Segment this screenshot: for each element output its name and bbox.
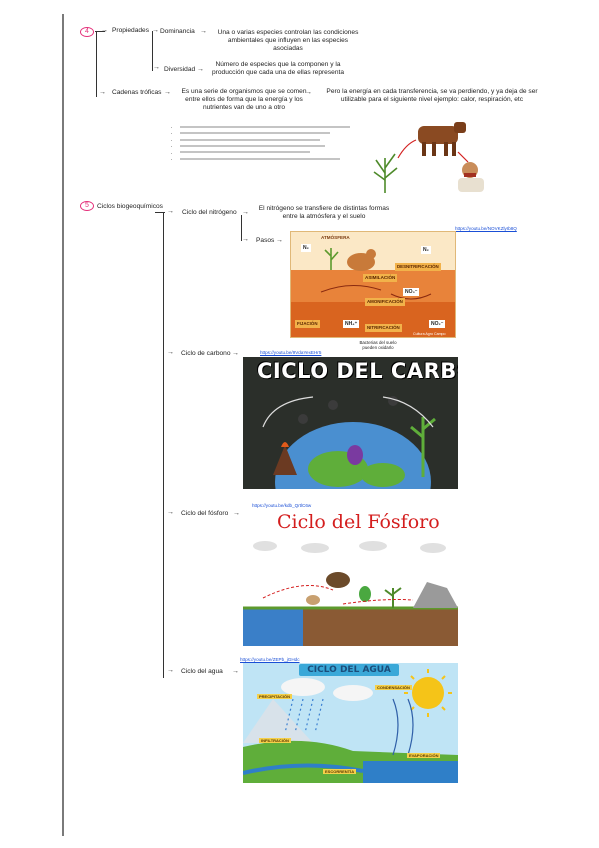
arrow-icon: →: [164, 89, 171, 96]
diversidad-label: Diversidad: [164, 66, 196, 73]
dominancia-definition: Una o varias especies controlan las cond…: [217, 29, 359, 52]
cow-icon: [418, 122, 466, 156]
arrow-icon: →: [232, 668, 239, 675]
phosphorus-cycle-art: [243, 541, 458, 646]
fijacion-label: FIJACIÓN: [295, 320, 320, 328]
cadenas-label: Cadenas tróficas: [112, 89, 162, 96]
asimilacion-label: ASIMILACIÓN: [363, 274, 398, 282]
cloud-icon: [281, 678, 373, 701]
n2-label: N₂: [301, 244, 311, 252]
ciclos-title: Ciclos biogeoquímicos: [97, 203, 163, 210]
connector: [95, 31, 105, 32]
arrow-icon: [457, 151, 469, 163]
n2-label-right: N₂: [421, 246, 431, 254]
amonificacion-label: AMONIFICACIÓN: [365, 298, 405, 306]
arrow-icon: →: [152, 27, 159, 34]
arrow-icon: →: [305, 89, 312, 96]
water-cycle-art: [243, 669, 458, 783]
eagle-icon: [326, 572, 350, 588]
arrow-icon: →: [101, 27, 108, 34]
credit-label: Cultura Agro Campo: [413, 332, 446, 336]
arrow-icon: →: [167, 349, 174, 356]
nitrogeno-video-link[interactable]: https://youtu.be/NOVKZlyIb8Q: [455, 226, 517, 231]
arrow-icon: [397, 139, 417, 159]
atmosfera-label: ATMÓSFERA: [321, 235, 350, 240]
fosforo-label: Ciclo del fósforo: [181, 510, 229, 517]
arrow-icon: →: [99, 89, 106, 96]
no2-label: NO₂⁻: [429, 320, 446, 328]
plant-icon: [410, 417, 436, 477]
section-number-5: 5: [80, 201, 94, 211]
nitrogeno-definition: El nitrógeno se transfiere de distintas …: [258, 205, 390, 220]
arrow-icon: →: [153, 64, 160, 71]
person-eating-icon: [458, 162, 484, 192]
no3-label: NO₃⁻: [403, 288, 420, 296]
arrow-icon: →: [200, 28, 207, 35]
stage-evaporacion: EVAPORACIÓN: [407, 753, 441, 758]
water-poster-title: CICLO DEL AGUA: [307, 665, 391, 675]
arrow-icon: →: [233, 510, 240, 517]
plant-icon: [384, 587, 402, 608]
bracket-section-5: [163, 212, 164, 678]
water-body: [243, 608, 303, 646]
cloud-icon: [253, 541, 446, 553]
arrow-icon: →: [276, 237, 283, 244]
bracket-nitrogeno: [241, 215, 242, 241]
cadenas-definition: Es una serie de organismos que se comen …: [181, 88, 307, 111]
bullet-notes: [172, 124, 372, 162]
arrow-icon: →: [242, 209, 249, 216]
agua-video-link[interactable]: https://youtu.be/ZEPb_jGHdc: [240, 657, 300, 662]
stage-escorrentia: ESCORRENTÍA: [323, 769, 357, 774]
bracket-section-4: [96, 31, 97, 97]
phosphorus-poster-title: Ciclo del Fósforo: [277, 511, 440, 533]
volcano-icon: [273, 445, 297, 475]
arrow-icon: →: [167, 208, 174, 215]
food-chain-illustration: [373, 122, 484, 193]
carbon-poster-title: CICLO DEL CARBONO: [257, 359, 458, 383]
nh4-label: NH₄⁺: [343, 320, 360, 328]
bracket-propiedades: [152, 31, 153, 71]
carbono-video-link[interactable]: https://youtu.be/9VdaYexEHr5: [260, 350, 322, 355]
propiedades-label: Propiedades: [112, 27, 150, 34]
grass-plant-icon: [373, 153, 398, 193]
dominancia-label: Dominancia: [160, 28, 195, 35]
carbon-cycle-art: [262, 396, 436, 489]
plant-icon: [324, 248, 339, 270]
arrow-icon: →: [197, 66, 204, 73]
stage-condensacion: CONDENSACIÓN: [375, 685, 412, 690]
fosforo-video-link[interactable]: https://youtu.be/kdb_QrtlC6w: [252, 503, 312, 508]
sea-body: [363, 761, 458, 783]
frog-icon: [359, 586, 371, 602]
sun-icon: [412, 677, 444, 709]
connector: [155, 212, 165, 213]
energia-note: Pero la energía en cada transferencia, s…: [326, 88, 538, 103]
bacterias-caption: Bacterias del suelo pueden oxidarlo: [359, 340, 397, 351]
arrow-icon: →: [242, 236, 249, 243]
water-cycle-poster: CICLO DEL AGUA PRECIPITACIÓN CONDENSACIÓ…: [243, 663, 458, 783]
nitrificacion-label: NITRIFICACIÓN: [365, 324, 402, 332]
agua-label: Ciclo del agua: [181, 668, 223, 675]
diversidad-definition: Número de especies que la componen y la …: [212, 61, 344, 76]
carbono-label: Ciclo de carbono: [181, 350, 231, 357]
pasos-label: Pasos: [256, 237, 275, 244]
arrow-icon: →: [167, 667, 174, 674]
phosphorus-cycle-poster: Ciclo del Fósforo: [243, 508, 458, 646]
rain-icon: [284, 698, 324, 734]
mountain-icon: [243, 699, 313, 743]
carbon-cycle-poster: CICLO DEL CARBONO: [243, 357, 458, 489]
nitrogen-cycle-diagram: ATMÓSFERA N₂ N₂ ASIMILACIÓN DESNITRIFICA…: [290, 231, 456, 338]
arrow-icon: →: [167, 509, 174, 516]
section-number-4: 4: [80, 27, 94, 37]
water-title-banner: [299, 664, 399, 676]
stage-precipitacion: PRECIPITACIÓN: [257, 694, 293, 699]
stage-infiltracion: INFILTRACIÓN: [259, 738, 291, 743]
arrow-icon: →: [232, 350, 239, 357]
desnitrificacion-label: DESNITRIFICACIÓN: [395, 263, 441, 271]
rock-icon: [413, 582, 458, 608]
nitrogeno-label: Ciclo del nitrógeno: [182, 209, 237, 216]
notebook-margin-line: [62, 14, 64, 836]
